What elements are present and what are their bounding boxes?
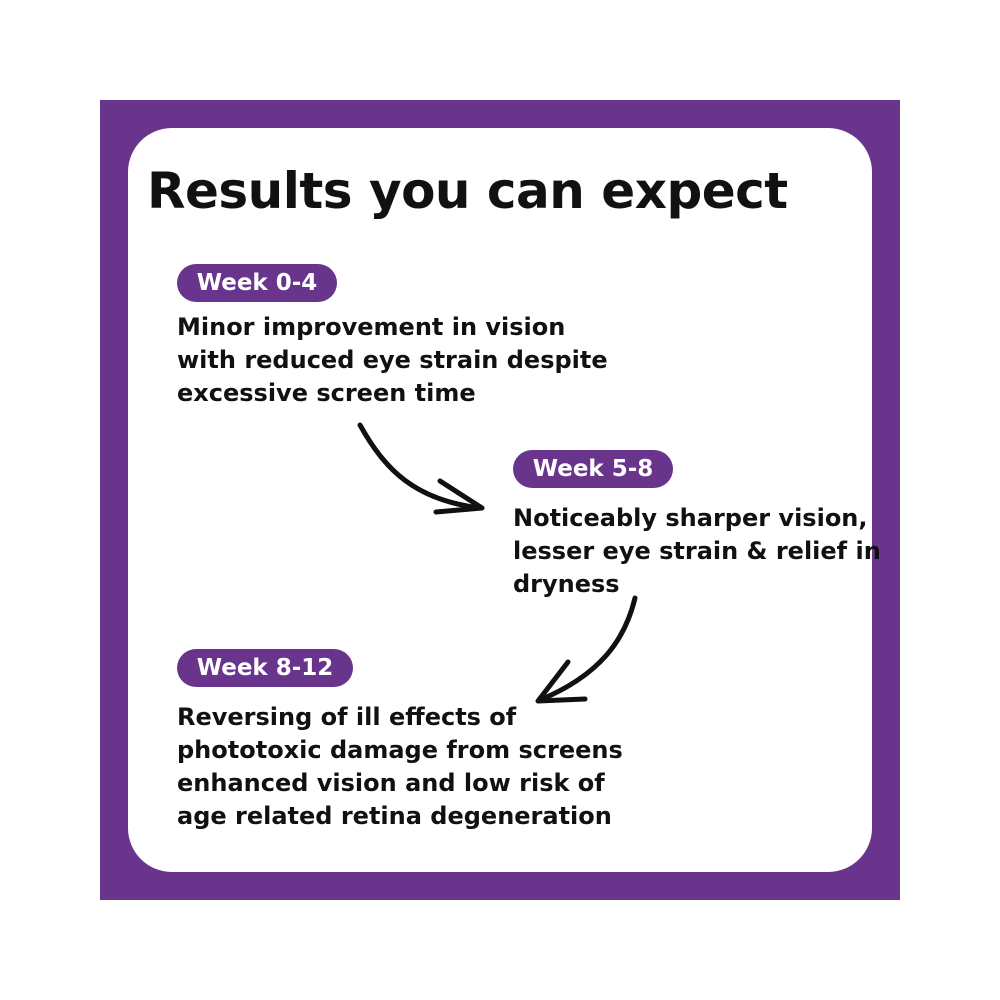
stage-1-badge: Week 0-4: [177, 264, 337, 302]
stage-1-description: Minor improvement in vision with reduced…: [177, 313, 608, 407]
page-title: Results you can expect: [147, 162, 788, 220]
content-card: [128, 128, 872, 872]
stage-3-description: Reversing of ill effects of phototoxic d…: [177, 703, 623, 830]
stage-2-badge: Week 5-8: [513, 450, 673, 488]
stage-2-description: Noticeably sharper vision, lesser eye st…: [513, 504, 881, 598]
curved-arrow-icon: [535, 595, 638, 704]
stage-3-badge: Week 8-12: [177, 649, 353, 687]
curved-arrow-icon: [357, 422, 485, 515]
